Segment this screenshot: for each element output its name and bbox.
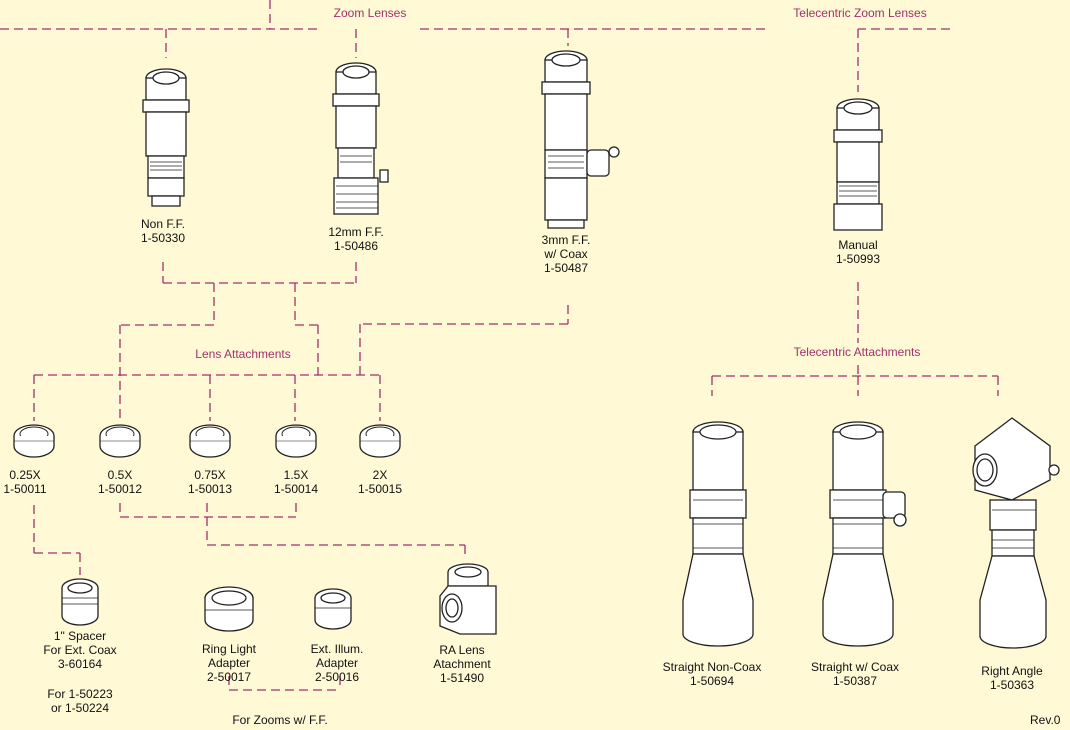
ra-lens-part: 1-51490 [439, 671, 485, 685]
ext-illum-adapter-drawing [314, 588, 352, 630]
zoom-lens-name: 12mm F.F. [328, 225, 384, 239]
zoom-lens-name: Non F.F. [140, 217, 186, 231]
telecentric-attachment-name: Straight w/ Coax [810, 660, 900, 674]
telecentric-attachment-part: 1-50363 [989, 678, 1035, 692]
zoom-lens-12mm-ff-label: 12mm F.F. 1-50486 [328, 225, 383, 253]
attachment-2x-drawing [359, 424, 401, 458]
telecentric-manual-label: Manual 1-50993 [836, 238, 880, 266]
adapter-part: 2-50016 [314, 670, 360, 684]
telecentric-attachment-name: Right Angle [981, 664, 1043, 678]
attachment-part: 1-50014 [273, 482, 319, 496]
attachment-name: 0.75X [194, 468, 226, 482]
spacer-label: 1" Spacer For Ext. Coax 3-60164 [43, 629, 116, 671]
header-zoom-lenses: Zoom Lenses [333, 6, 407, 20]
ra-lens-drawing [439, 563, 497, 635]
telecentric-attachment-part: 1-50694 [689, 674, 735, 688]
attachment-part: 1-50011 [3, 482, 47, 496]
telecentric-straight-noncoax-drawing [682, 421, 754, 647]
attachment-0.5x-drawing [99, 424, 141, 458]
zoom-lens-3mm-coax-drawing [541, 50, 620, 229]
zoom-lens-3mm-coax-label: 3mm F.F. w/ Coax 1-50487 [542, 233, 591, 275]
header-telecentric-attachments: Telecentric Attachments [793, 345, 921, 359]
telecentric-manual-lens-drawing [833, 98, 883, 231]
zoom-lens-12mm-ff-drawing [332, 62, 389, 215]
connector-lines [0, 0, 999, 691]
header-telecentric-zoom-lenses: Telecentric Zoom Lenses [793, 6, 927, 20]
attachment-part: 1-50013 [187, 482, 233, 496]
adapter-part: 2-50017 [206, 670, 252, 684]
header-lens-attachments: Lens Attachments [195, 347, 291, 361]
adapters-note: For Zooms w/ F.F. [232, 713, 328, 727]
spacer-note: For 1-50223 or 1-50224 [47, 687, 112, 715]
attachment-part: 1-50015 [357, 482, 403, 496]
spacer-line1: 1" Spacer [53, 629, 107, 643]
attachment-0.75x-label: 0.75X 1-50013 [188, 468, 232, 496]
attachment-name: 0.5X [107, 468, 133, 482]
zoom-lens-part: 1-50487 [543, 261, 589, 275]
attachment-0.25x-drawing [13, 424, 55, 458]
zoom-lens-name: 3mm F.F. [541, 233, 591, 247]
attachment-part: 1-50012 [97, 482, 143, 496]
zoom-lens-part: 1-50330 [140, 231, 186, 245]
telecentric-lens-part: 1-50993 [835, 252, 881, 266]
ra-lens-label: RA Lens Atachment 1-51490 [433, 643, 490, 685]
zoom-lens-non-ff-drawing [142, 68, 190, 207]
attachment-0.75x-drawing [189, 424, 231, 458]
spacer-part: 3-60164 [57, 657, 103, 671]
telecentric-straight-coax-label: Straight w/ Coax 1-50387 [811, 660, 899, 688]
revision-label: Rev.0 [1030, 713, 1061, 727]
adapter-line1: Ring Light [201, 642, 257, 656]
attachment-name: 2X [372, 468, 388, 482]
telecentric-straight-noncoax-label: Straight Non-Coax 1-50694 [663, 660, 762, 688]
adapter-line1: Ext. Illum. [310, 642, 364, 656]
zoom-lens-part: 1-50486 [333, 239, 379, 253]
ring-light-adapter-drawing [204, 586, 254, 632]
zoom-lens-non-ff-label: Non F.F. 1-50330 [141, 217, 185, 245]
telecentric-right-angle-drawing [972, 417, 1060, 649]
spacer-drawing [61, 578, 99, 626]
telecentric-lens-name: Manual [838, 238, 878, 252]
attachment-1.5x-drawing [275, 424, 317, 458]
attachment-2x-label: 2X 1-50015 [358, 468, 402, 496]
adapter-line2: Adapter [315, 656, 359, 670]
spacer-note2: or 1-50224 [50, 701, 110, 715]
spacer-note1: For 1-50223 [47, 687, 113, 701]
adapter-line2: Adapter [207, 656, 251, 670]
attachment-name: 1.5X [283, 468, 309, 482]
spacer-line2: For Ext. Coax [43, 643, 117, 657]
zoom-lens-name-2: w/ Coax [544, 247, 588, 261]
telecentric-straight-coax-drawing [822, 421, 907, 647]
attachment-1.5x-label: 1.5X 1-50014 [274, 468, 318, 496]
telecentric-right-angle-label: Right Angle 1-50363 [981, 664, 1042, 692]
attachment-0.25x-label: 0.25X 1-50011 [3, 468, 46, 496]
attachment-name: 0.25X [9, 468, 41, 482]
telecentric-attachment-name: Straight Non-Coax [662, 660, 762, 674]
ra-lens-line2: Atachment [433, 657, 491, 671]
telecentric-attachment-part: 1-50387 [832, 674, 878, 688]
ring-light-adapter-label: Ring Light Adapter 2-50017 [202, 642, 256, 684]
ext-illum-adapter-label: Ext. Illum. Adapter 2-50016 [311, 642, 364, 684]
ra-lens-line1: RA Lens [439, 643, 485, 657]
attachment-0.5x-label: 0.5X 1-50012 [98, 468, 142, 496]
